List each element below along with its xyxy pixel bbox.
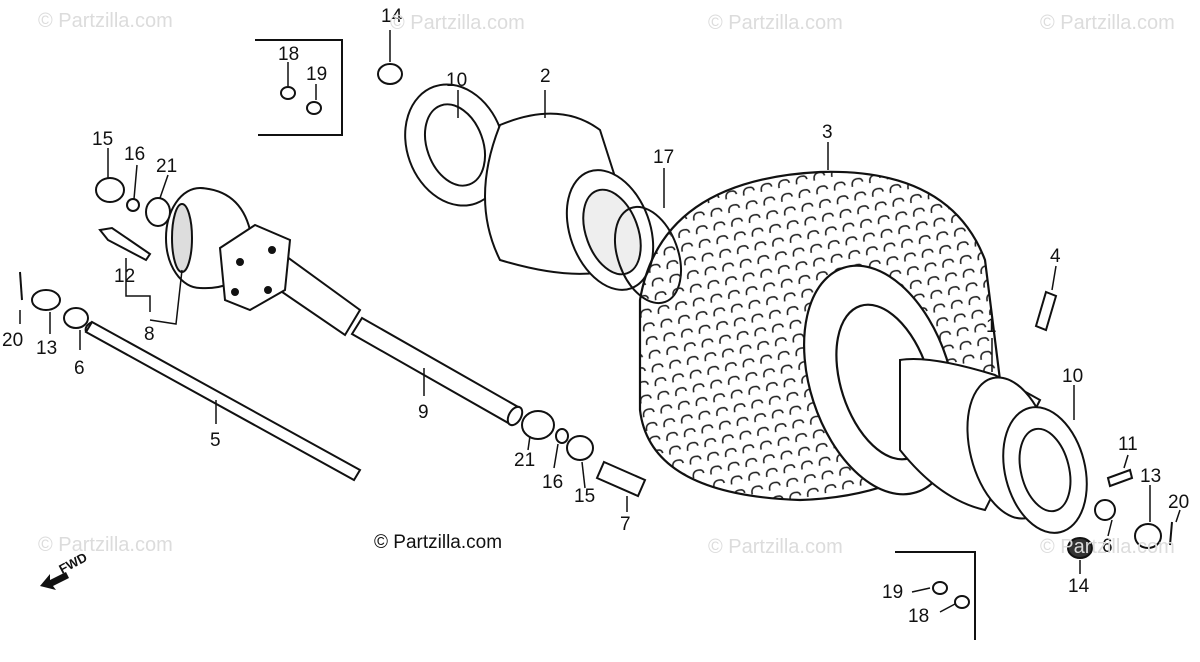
inset-box-top xyxy=(255,39,343,136)
inset-box-bottom xyxy=(895,551,976,640)
right-small-parts xyxy=(1067,468,1173,559)
callout-11: 11 xyxy=(1118,434,1138,455)
callout-17: 17 xyxy=(653,147,674,168)
callout-21-left: 21 xyxy=(156,156,177,177)
axle-housing-part-8 xyxy=(165,187,362,337)
nut-part-13 xyxy=(31,289,61,311)
callout-15-left: 15 xyxy=(92,129,113,150)
mid-small-parts xyxy=(521,410,647,498)
callout-7: 7 xyxy=(620,514,631,535)
callout-16-mid: 16 xyxy=(542,472,563,493)
callout-numbers: 14 10 2 3 17 18 19 15 16 21 12 8 20 13 6… xyxy=(2,6,1189,627)
watermark-top-right-2: © Partzilla.com xyxy=(1040,12,1175,34)
wheel-half-part-2 xyxy=(484,112,655,291)
callout-9: 9 xyxy=(418,402,429,423)
callout-20-right: 20 xyxy=(1168,492,1189,513)
watermark-bottom-left: © Partzilla.com xyxy=(38,534,173,556)
washer-part-16-mid xyxy=(555,428,569,444)
leader-lines xyxy=(19,30,1181,613)
left-small-parts xyxy=(19,177,171,329)
callout-13-right: 13 xyxy=(1140,466,1161,487)
callout-5: 5 xyxy=(210,430,221,451)
callout-12: 12 xyxy=(114,266,135,287)
callout-18-bottom: 18 xyxy=(908,606,929,627)
callout-14-bottom: 14 xyxy=(1068,576,1090,597)
wheel-nut-part-14 xyxy=(377,63,403,85)
callout-3: 3 xyxy=(822,122,833,143)
callout-20-left: 20 xyxy=(2,330,23,351)
callout-10-top: 10 xyxy=(446,70,467,91)
callout-14-top: 14 xyxy=(381,6,403,27)
rim-plate-part-10 xyxy=(404,83,506,207)
callout-1: 1 xyxy=(986,316,997,337)
callout-6-right: 6 xyxy=(1102,536,1113,557)
bearing-part-21 xyxy=(145,197,171,227)
cotter-pin-part-20-right xyxy=(1169,521,1173,546)
rim-plate-part-10-right xyxy=(1002,406,1088,534)
cotter-pin-part-20 xyxy=(19,271,23,301)
watermark-top-left: © Partzilla.com xyxy=(38,10,173,32)
callout-13-left: 13 xyxy=(36,338,57,359)
callout-8: 8 xyxy=(144,324,155,345)
callout-19-top: 19 xyxy=(306,64,327,85)
callout-19-bottom: 19 xyxy=(882,582,903,603)
cap-part-15-mid xyxy=(566,435,594,461)
axle-shaft-part-5 xyxy=(84,320,362,482)
callout-6-left: 6 xyxy=(74,358,85,379)
callout-18-top: 18 xyxy=(278,44,299,65)
callout-2: 2 xyxy=(540,66,551,87)
spacer-tube-part-9 xyxy=(350,316,524,427)
bolt-part-12 xyxy=(98,226,152,262)
callout-21-mid: 21 xyxy=(514,450,535,471)
wheel-nut-part-14-right xyxy=(1067,537,1093,559)
callout-16-left: 16 xyxy=(124,144,145,165)
nut-part-13-right xyxy=(1134,523,1162,549)
watermark-main: © Partzilla.com xyxy=(374,532,503,553)
watermark-bottom-right: © Partzilla.com xyxy=(1040,536,1175,558)
watermark-top-right-1: © Partzilla.com xyxy=(708,12,843,34)
collar-part-6-right xyxy=(1094,499,1116,521)
callout-10-right: 10 xyxy=(1062,366,1083,387)
washer-part-16 xyxy=(126,198,140,212)
collar-part-6 xyxy=(63,307,89,329)
cap-part-15 xyxy=(95,177,125,203)
callout-15-mid: 15 xyxy=(574,486,595,507)
watermark-top-center: © Partzilla.com xyxy=(390,12,525,34)
bearing-part-21-mid xyxy=(521,410,555,440)
forward-direction-arrow-icon: FWD xyxy=(40,552,90,590)
fwd-label: FWD xyxy=(56,552,89,577)
watermark-bottom-center-right: © Partzilla.com xyxy=(708,536,843,558)
bolt-part-11 xyxy=(1106,468,1134,488)
valve-stem-part-4 xyxy=(1034,290,1058,332)
callout-4: 4 xyxy=(1050,246,1061,267)
collar-part-7 xyxy=(595,460,647,498)
